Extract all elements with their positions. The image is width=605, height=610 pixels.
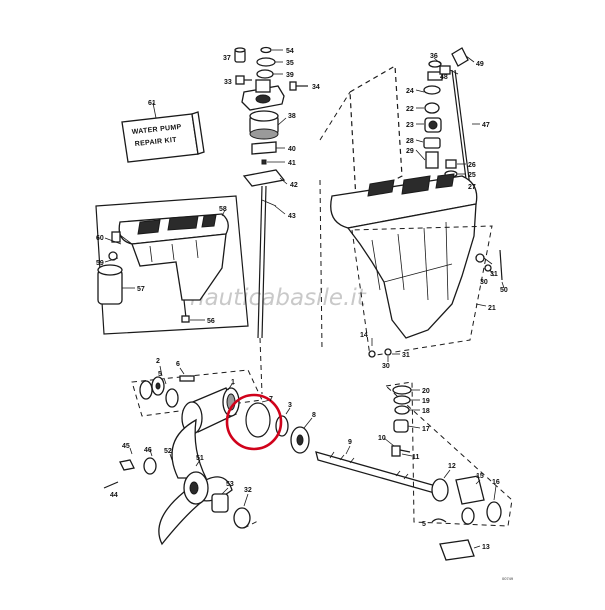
gearcase-inset bbox=[95, 195, 249, 335]
label-61: 61 bbox=[148, 100, 156, 107]
label-42: 42 bbox=[290, 182, 298, 189]
label-35: 35 bbox=[286, 60, 294, 67]
label-38: 38 bbox=[288, 113, 296, 120]
bearing-housing-assembly bbox=[131, 365, 313, 454]
label-15: 15 bbox=[476, 473, 484, 480]
label-3: 3 bbox=[288, 402, 292, 409]
label-54: 54 bbox=[286, 48, 294, 55]
label-39: 39 bbox=[286, 72, 294, 79]
label-58: 58 bbox=[219, 206, 227, 213]
label-10: 10 bbox=[378, 435, 386, 442]
label-23: 23 bbox=[406, 122, 414, 129]
label-56: 56 bbox=[207, 318, 215, 325]
label-50: 50 bbox=[500, 287, 508, 294]
dashed-guide bbox=[319, 91, 351, 141]
label-8: 8 bbox=[312, 412, 316, 419]
propeller-shaft bbox=[315, 437, 439, 495]
label-53: 53 bbox=[226, 481, 234, 488]
label-31: 31 bbox=[490, 271, 498, 278]
label-16: 16 bbox=[492, 479, 500, 486]
dashed-guide bbox=[319, 179, 323, 351]
label-34: 34 bbox=[312, 84, 320, 91]
gearcase-housing bbox=[330, 173, 505, 362]
label-57: 57 bbox=[137, 286, 145, 293]
label-46: 46 bbox=[144, 447, 152, 454]
kit-label-line2: REPAIR KIT bbox=[134, 137, 177, 148]
label-20: 20 bbox=[422, 388, 430, 395]
label-18: 18 bbox=[422, 408, 430, 415]
label-48: 48 bbox=[440, 74, 448, 81]
label-41: 41 bbox=[288, 160, 296, 167]
label-6: 6 bbox=[176, 361, 180, 368]
label-51: 51 bbox=[196, 455, 204, 462]
label-32: 32 bbox=[244, 487, 252, 494]
label-33: 33 bbox=[224, 79, 232, 86]
label-19: 19 bbox=[422, 398, 430, 405]
label-52: 52 bbox=[164, 448, 172, 455]
label-17: 17 bbox=[422, 426, 430, 433]
label-37: 37 bbox=[223, 55, 231, 62]
label-59: 59 bbox=[96, 260, 104, 267]
label-12: 12 bbox=[448, 463, 456, 470]
label-25: 25 bbox=[468, 172, 476, 179]
label-40: 40 bbox=[288, 146, 296, 153]
label-27: 27 bbox=[468, 184, 476, 191]
label-14: 14 bbox=[360, 332, 368, 339]
label-5b: 5 bbox=[422, 521, 426, 528]
label-43: 43 bbox=[288, 213, 296, 220]
label-45: 45 bbox=[122, 443, 130, 450]
label-13: 13 bbox=[482, 544, 490, 551]
label-30: 30 bbox=[480, 279, 488, 286]
label-47: 47 bbox=[482, 122, 490, 129]
label-44: 44 bbox=[110, 492, 118, 499]
label-22: 22 bbox=[406, 106, 414, 113]
water-pump-stack bbox=[234, 46, 308, 339]
label-26: 26 bbox=[468, 162, 476, 169]
label-1: 1 bbox=[231, 379, 235, 386]
watermark-text: nauticabasile.it bbox=[190, 285, 367, 311]
label-31b: 31 bbox=[402, 352, 410, 359]
label-49: 49 bbox=[476, 61, 484, 68]
label-21: 21 bbox=[488, 305, 496, 312]
label-28: 28 bbox=[406, 138, 414, 145]
label-29: 29 bbox=[406, 148, 414, 155]
propeller-group bbox=[103, 418, 261, 546]
footer-code: 00749 bbox=[502, 576, 514, 581]
label-60: 60 bbox=[96, 235, 104, 242]
label-2: 2 bbox=[156, 358, 160, 365]
right-lower-group bbox=[384, 381, 513, 561]
label-5: 5 bbox=[158, 371, 162, 378]
label-36: 36 bbox=[430, 53, 438, 60]
label-9: 9 bbox=[348, 439, 352, 446]
part-number-labels: 61 37 54 35 39 33 34 38 40 41 42 43 58 6… bbox=[96, 48, 508, 551]
highlight-circle bbox=[225, 393, 283, 451]
water-pump-repair-kit: WATER PUMP REPAIR KIT bbox=[121, 102, 205, 163]
dashed-guide bbox=[259, 337, 263, 395]
label-30b: 30 bbox=[382, 363, 390, 370]
label-24: 24 bbox=[406, 88, 414, 95]
label-7: 7 bbox=[269, 396, 273, 403]
label-11: 11 bbox=[412, 454, 420, 461]
